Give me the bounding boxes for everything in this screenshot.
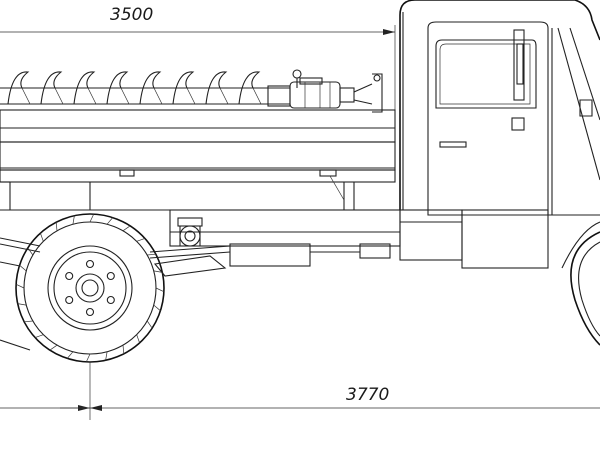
bottom-dimension: 3770 — [0, 362, 600, 420]
bottom-dimension-label: 3770 — [346, 385, 389, 405]
rear-wheel — [15, 213, 165, 363]
auger — [0, 69, 383, 113]
cab — [399, 0, 600, 269]
suspension — [0, 217, 391, 351]
top-dimension: 3500 — [0, 5, 396, 110]
body — [0, 109, 401, 247]
top-dimension-label: 3500 — [110, 5, 153, 25]
front-wheel — [570, 231, 600, 346]
